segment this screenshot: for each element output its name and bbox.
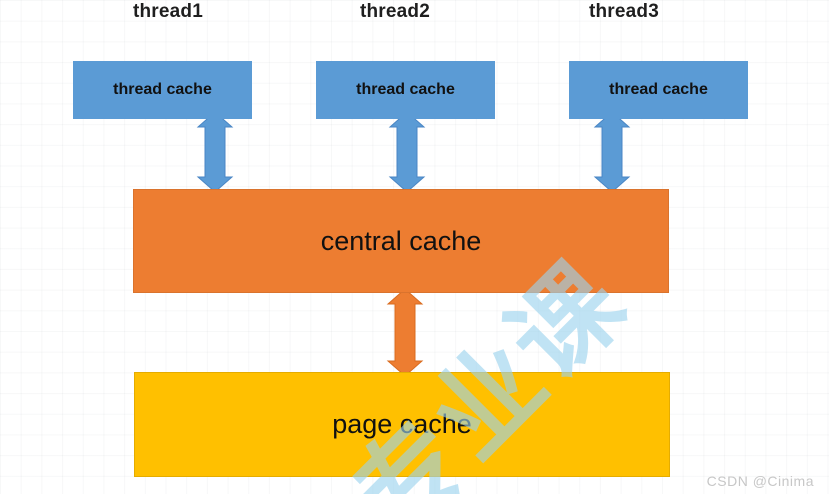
page-cache-label: page cache bbox=[332, 409, 472, 439]
double-arrow-thread2-central bbox=[388, 111, 426, 193]
thread2-label: thread2 bbox=[359, 1, 431, 22]
thread-cache-label-1: thread cache bbox=[113, 81, 212, 98]
thread-cache-label-2: thread cache bbox=[356, 81, 455, 98]
double-arrow-thread3-central bbox=[593, 111, 631, 193]
thread-cache-box-1: thread cache bbox=[73, 61, 252, 119]
thread3-label: thread3 bbox=[588, 1, 660, 22]
central-cache-label: central cache bbox=[320, 225, 482, 256]
double-arrow-central-page bbox=[386, 288, 424, 377]
thread-cache-box-3: thread cache bbox=[569, 61, 748, 119]
central-cache-box: central cache bbox=[133, 189, 669, 293]
csdn-credit: CSDN @Cinima bbox=[706, 473, 814, 489]
thread-cache-box-2: thread cache bbox=[316, 61, 495, 119]
thread1-label: thread1 bbox=[132, 1, 204, 22]
thread-cache-label-3: thread cache bbox=[609, 81, 708, 98]
page-cache-box: page cache bbox=[134, 372, 670, 477]
double-arrow-thread1-central bbox=[196, 111, 234, 193]
